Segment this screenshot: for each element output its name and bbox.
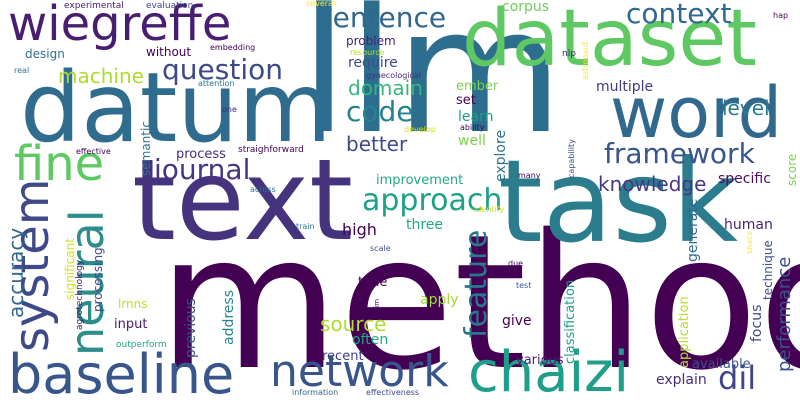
- word-one: one: [222, 105, 237, 114]
- word-embedding: embedding: [210, 43, 256, 52]
- word-performance: performance: [774, 256, 795, 372]
- word-sentence: sentence: [318, 1, 447, 34]
- word-improvement: improvement: [376, 173, 464, 188]
- word-feature: feature: [459, 229, 494, 338]
- word-time: time: [358, 275, 388, 290]
- word-code: code: [346, 95, 414, 128]
- word-real: real: [14, 66, 30, 75]
- word-datum: datum: [20, 52, 332, 164]
- word-without: without: [146, 45, 192, 59]
- word-straighforward: straighforward: [238, 145, 304, 155]
- word-resource: resource: [350, 48, 385, 57]
- word-llm: llm: [300, 0, 564, 172]
- word-process: process: [176, 147, 226, 162]
- word-across: across: [250, 185, 276, 194]
- word-effectiveness: effectiveness: [366, 388, 420, 397]
- word-recent: recent: [322, 349, 364, 364]
- word-develop: develop: [404, 125, 436, 134]
- word-application: application: [677, 296, 692, 368]
- word-test: test: [516, 281, 532, 290]
- word-network: network: [270, 346, 449, 397]
- word-gynecological: gynecological: [366, 71, 422, 80]
- word-knowledge: knowledge: [598, 172, 707, 196]
- word-snacs: snacs: [745, 231, 754, 254]
- word-accuracy: accuracy: [4, 227, 28, 318]
- word-wiegreffe: wiegreffe: [8, 0, 232, 52]
- word-scale: scale: [370, 244, 391, 253]
- word-experimental: experimental: [64, 1, 124, 11]
- word-level: level: [722, 96, 770, 120]
- word-fine: fine: [14, 136, 105, 192]
- word-semantic: semantic: [139, 121, 153, 176]
- word-lrnns: lrnns: [118, 297, 148, 311]
- word-well: well: [458, 133, 486, 149]
- word-learn: learn: [458, 109, 494, 125]
- word-context: context: [626, 0, 732, 30]
- word-train: train: [296, 222, 315, 231]
- word-set: set: [456, 93, 476, 108]
- word-hap: hap: [773, 11, 789, 20]
- word-aim: aim: [373, 298, 381, 312]
- word-approach: approach: [362, 183, 503, 218]
- word-identify: identify: [474, 205, 505, 214]
- word-nlp: nlp: [562, 49, 576, 59]
- word-source: source: [320, 312, 387, 336]
- word-word: word: [610, 72, 783, 154]
- word-chaizi: chaizi: [468, 340, 630, 400]
- word-astronaut: astronaut: [581, 41, 590, 80]
- word-three: three: [406, 217, 444, 233]
- word-design: design: [25, 47, 65, 61]
- word-task: task: [498, 135, 738, 268]
- word-various: various: [516, 353, 564, 368]
- word-effective: effective: [76, 147, 111, 156]
- word-often: often: [352, 332, 389, 348]
- word-ember: ember: [456, 79, 499, 94]
- word-dataset: dataset: [462, 0, 757, 84]
- word-due: due: [508, 259, 524, 268]
- word-explain: explain: [656, 372, 707, 388]
- word-machine: machine: [58, 64, 144, 88]
- word-method: method: [158, 194, 800, 400]
- word-information: information: [292, 388, 339, 397]
- word-classification: classification: [563, 279, 578, 364]
- word-give: give: [502, 313, 532, 329]
- word-better: better: [346, 132, 408, 156]
- word-question: question: [162, 53, 283, 86]
- word-journal: journal: [154, 153, 251, 186]
- word-multiple: multiple: [596, 79, 654, 95]
- word-address: address: [221, 289, 237, 345]
- word-generate: generate: [685, 198, 701, 262]
- word-dil: dil: [718, 359, 757, 397]
- word-domain: domain: [348, 76, 423, 100]
- word-outperform: outperform: [116, 340, 167, 350]
- word-specific: specific: [718, 171, 771, 187]
- word-agrotechnology: agrotechnology: [75, 259, 85, 330]
- word-several: several: [306, 0, 336, 8]
- word-attention: attention: [198, 79, 235, 88]
- word-corpus: corpus: [502, 0, 550, 15]
- word-explore: explore: [493, 129, 509, 182]
- word-problem: problem: [346, 34, 396, 48]
- word-evaluation: evaluation: [146, 1, 194, 11]
- word-available: available: [692, 357, 751, 372]
- word-framework: framework: [604, 137, 755, 170]
- word-apply: apply: [420, 292, 459, 308]
- word-require: require: [348, 55, 398, 71]
- word-score: score: [785, 153, 799, 186]
- word-text: text: [132, 136, 354, 266]
- word-high: high: [342, 220, 377, 239]
- word-capability: capability: [567, 139, 576, 178]
- word-baseline: baseline: [8, 343, 235, 400]
- word-technique: technique: [761, 240, 775, 300]
- word-processing: processing: [91, 247, 105, 312]
- word-focus: focus: [749, 304, 765, 342]
- word-input: input: [114, 317, 148, 332]
- word-many: many: [518, 171, 541, 180]
- word-human: human: [724, 217, 773, 233]
- word-ability: ability: [460, 123, 485, 132]
- word-previous: previous: [183, 298, 199, 358]
